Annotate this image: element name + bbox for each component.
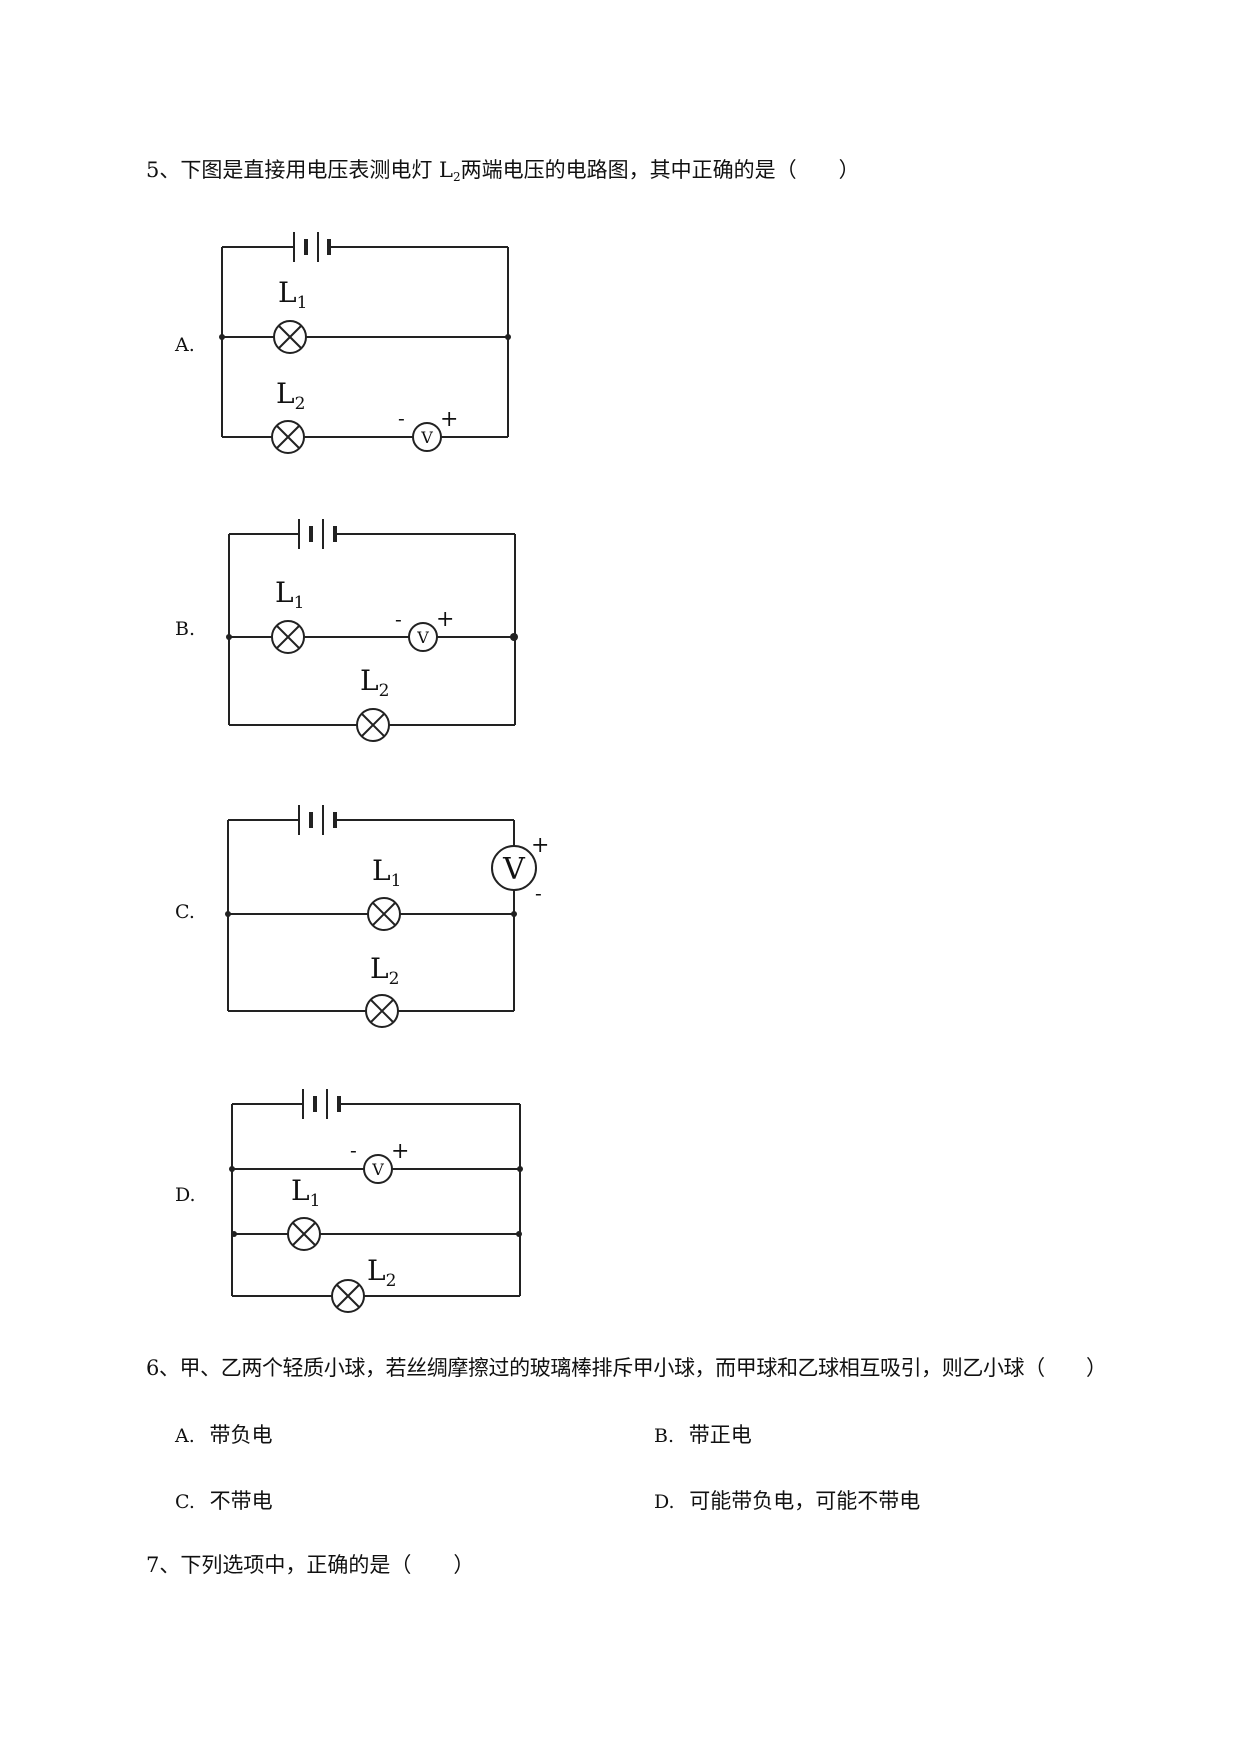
option-d-label: D. xyxy=(175,1184,196,1206)
lamp-l2-label: L2 xyxy=(360,664,389,701)
voltmeter-plus-label: + xyxy=(531,833,549,858)
option-b-label: B. xyxy=(175,618,196,640)
option-c-label: C. xyxy=(175,901,195,923)
q6-option-c: C. 不带电 xyxy=(175,1487,273,1516)
question-7-stem: 7、下列选项中，正确的是（ ） xyxy=(146,1553,475,1577)
voltmeter-plus-label: + xyxy=(440,407,458,432)
lamp-l2 xyxy=(365,994,399,1028)
voltmeter-minus-label: - xyxy=(395,607,402,631)
lamp-l2 xyxy=(356,708,390,742)
voltmeter: V xyxy=(491,845,537,891)
lamp-l2 xyxy=(271,420,305,454)
question-5-prefix: 5、下图是直接用电压表测电灯 L xyxy=(146,158,453,182)
voltmeter: V xyxy=(412,422,442,452)
lamp-l1-label: L1 xyxy=(275,576,304,613)
lamp-l1 xyxy=(367,897,401,931)
lamp-l2-label: L2 xyxy=(367,1254,396,1291)
voltmeter: V xyxy=(408,622,438,652)
q6-option-b: B. 带正电 xyxy=(654,1421,752,1450)
q6-option-a-letter: A. xyxy=(175,1425,195,1447)
svg-text:V: V xyxy=(420,428,433,447)
lamp-l2-label: L2 xyxy=(370,952,399,989)
q6-option-b-letter: B. xyxy=(654,1425,675,1447)
q6-option-c-text: 不带电 xyxy=(209,1489,273,1513)
q6-option-a: A. 带负电 xyxy=(175,1421,272,1450)
q6-option-d-text: 可能带负电，可能不带电 xyxy=(689,1489,921,1513)
svg-text:V: V xyxy=(502,852,526,887)
question-6-stem: 6、甲、乙两个轻质小球，若丝绸摩擦过的玻璃棒排斥甲小球，而甲球和乙球相互吸引，则… xyxy=(146,1356,1107,1380)
q6-option-d-letter: D. xyxy=(654,1491,675,1513)
voltmeter-plus-label: + xyxy=(436,607,454,632)
svg-text:V: V xyxy=(416,628,429,647)
lamp-l1-label: L1 xyxy=(372,854,401,891)
lamp-l1-label: L1 xyxy=(291,1174,320,1211)
option-a-label: A. xyxy=(175,334,195,356)
question-5-subscript: 2 xyxy=(452,170,461,184)
lamp-l1 xyxy=(273,320,307,354)
svg-text:V: V xyxy=(371,1160,384,1179)
voltmeter: V xyxy=(363,1154,393,1184)
lamp-l2 xyxy=(331,1279,365,1313)
q6-option-a-text: 带负电 xyxy=(209,1423,273,1447)
voltmeter-minus-label: - xyxy=(535,881,542,905)
lamp-l1 xyxy=(271,620,305,654)
q6-option-d: D. 可能带负电，可能不带电 xyxy=(654,1487,920,1516)
lamp-l2-label: L2 xyxy=(276,377,305,414)
q6-option-c-letter: C. xyxy=(175,1491,195,1513)
lamp-l1-label: L1 xyxy=(278,276,307,313)
voltmeter-minus-label: - xyxy=(398,406,405,430)
voltmeter-plus-label: + xyxy=(391,1139,409,1164)
q6-option-b-text: 带正电 xyxy=(688,1423,752,1447)
voltmeter-minus-label: - xyxy=(350,1138,357,1162)
lamp-l1 xyxy=(287,1217,321,1251)
question-5-suffix: 两端电压的电路图，其中正确的是（ ） xyxy=(460,158,860,182)
question-5-stem: 5、下图是直接用电压表测电灯 L2两端电压的电路图，其中正确的是（ ） xyxy=(146,156,860,191)
